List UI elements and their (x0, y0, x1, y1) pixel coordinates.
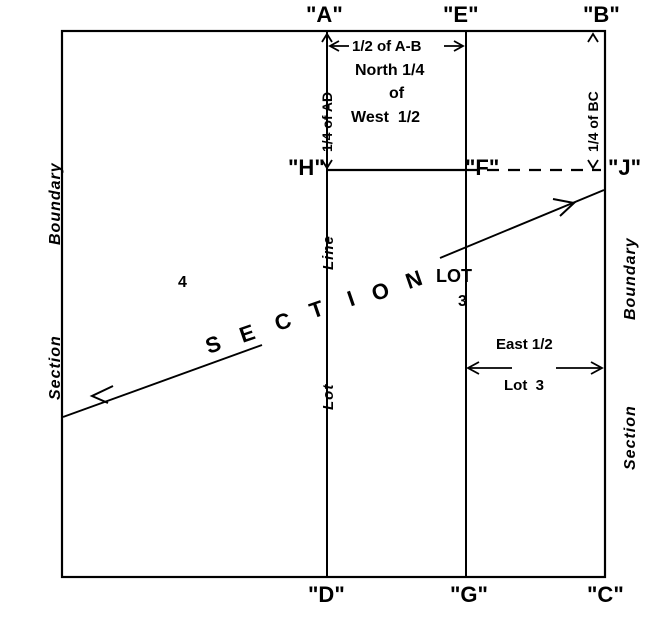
dimension-quarter-ad: 1/4 of AD (319, 91, 335, 152)
left-boundary-label: Boundary (47, 162, 64, 245)
node-label-b: "B" (583, 2, 620, 27)
leader-arrowhead-left (89, 385, 114, 404)
label-lot: LOT (436, 266, 472, 286)
node-label-c: "C" (587, 582, 624, 607)
lot-line-label-lower: Lot (320, 383, 337, 410)
leader-line-left (62, 344, 263, 418)
node-label-j: "J" (608, 155, 642, 180)
right-boundary-label: Boundary (622, 237, 639, 320)
node-label-f: "F" (465, 155, 500, 180)
dim-tick-a (321, 32, 333, 43)
label-north-quarter: North 1/4 (355, 62, 425, 79)
node-label-g: "G" (450, 582, 488, 607)
dimension-half-ab: 1/2 of A-B (352, 38, 422, 55)
dim-arrow-half-ab (328, 40, 465, 52)
label-of: of (389, 85, 405, 102)
left-section-label: Section (47, 335, 64, 400)
section-outer-frame (60, 29, 607, 579)
dimension-east-half: East 1/2 (496, 336, 553, 353)
label-lot-number-3: 3 (458, 293, 467, 310)
node-label-h: "H" (288, 155, 325, 180)
leader-arrowhead-right (552, 198, 577, 217)
dim-tick-b (587, 32, 599, 43)
lot-line-label-upper: Line (320, 235, 337, 270)
leader-line-right (439, 189, 605, 259)
node-label-d: "D" (308, 582, 345, 607)
label-section-number-4: 4 (178, 274, 187, 291)
dimension-quarter-bc: 1/4 of BC (585, 91, 601, 152)
dim-tick-j (587, 159, 599, 170)
dim-arrow-east-half (465, 350, 604, 388)
dim-tick-h (321, 159, 333, 170)
dimension-east-half-lot: Lot 3 (504, 377, 544, 394)
right-section-label: Section (622, 405, 639, 470)
label-west-half: West 1/2 (351, 109, 421, 126)
node-label-e: "E" (443, 2, 479, 27)
node-label-a: "A" (306, 2, 343, 27)
